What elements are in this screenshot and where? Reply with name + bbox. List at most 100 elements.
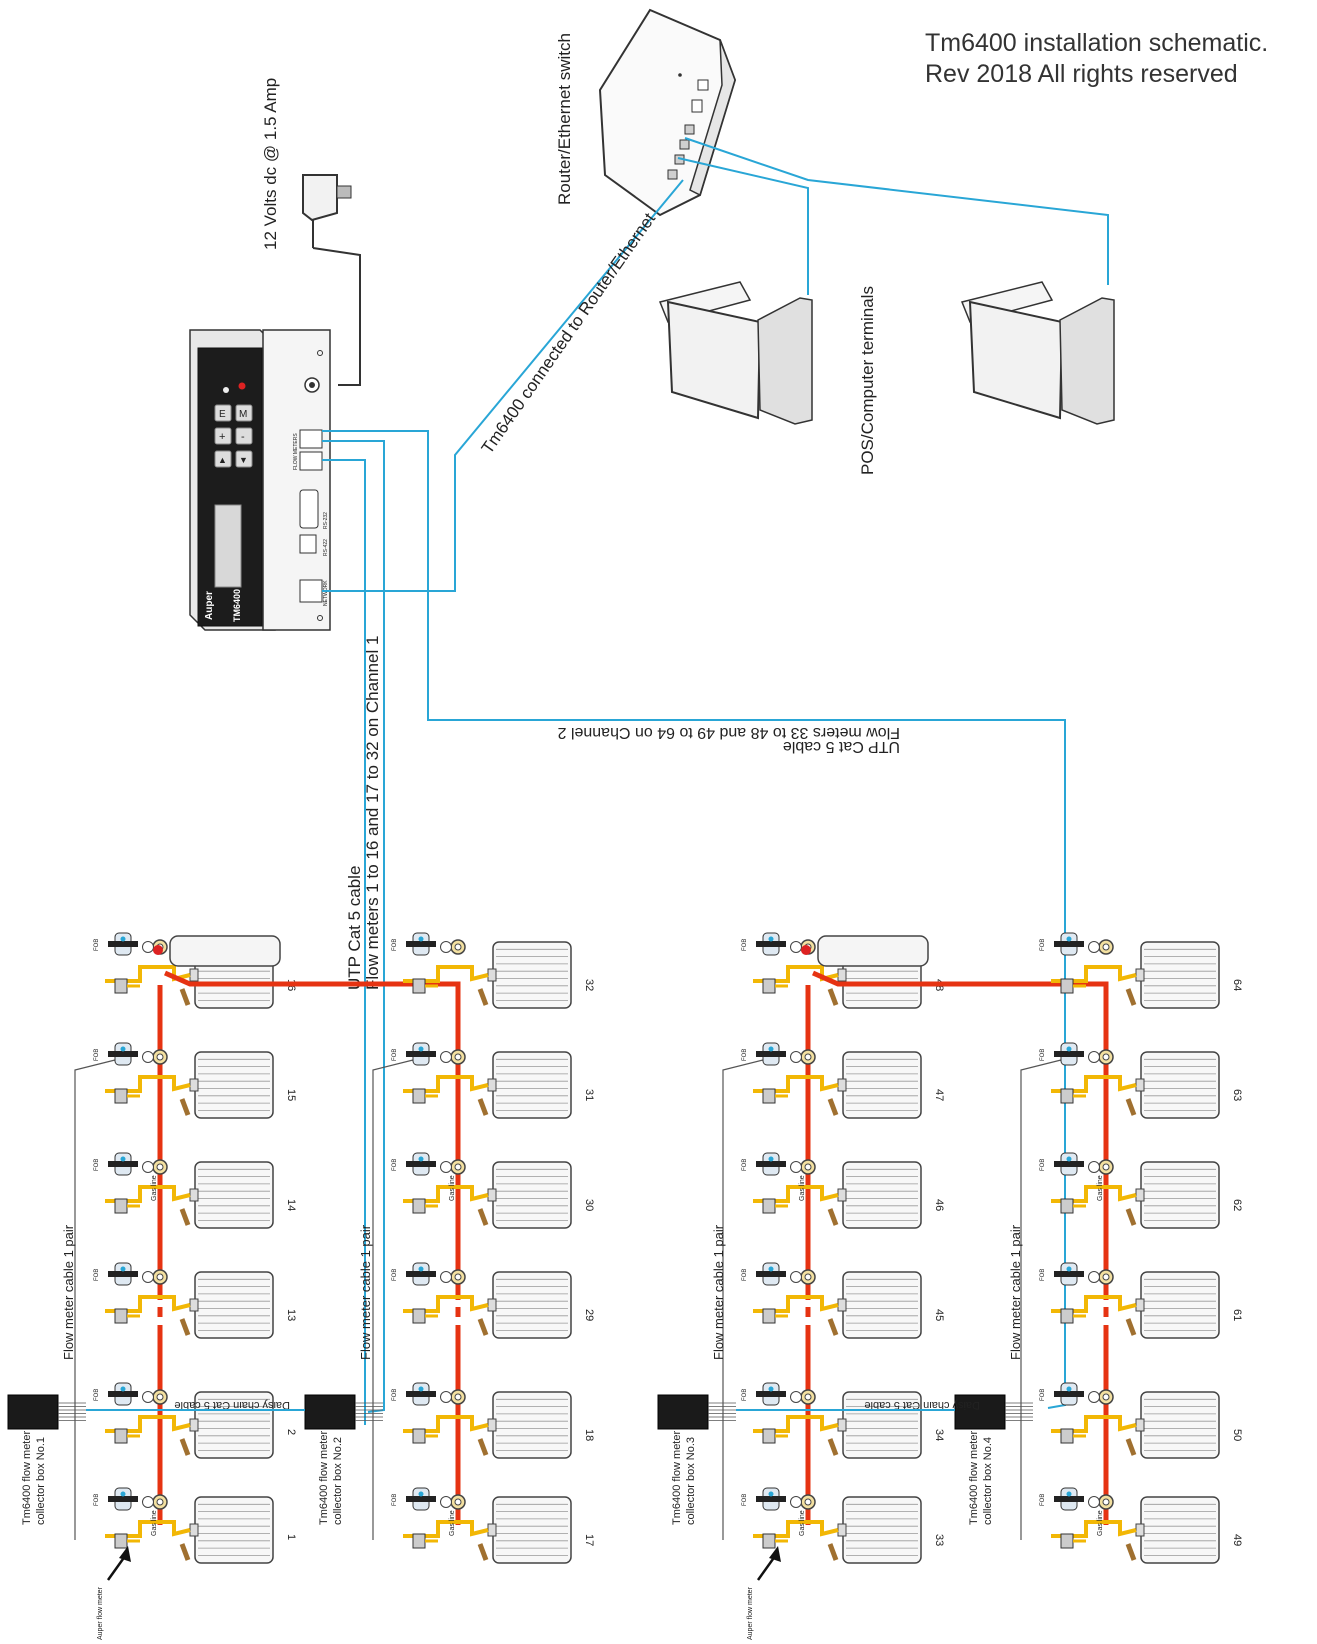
pressure-gauge bbox=[790, 1391, 802, 1403]
channel2-cable bbox=[322, 430, 1066, 1409]
gas-line-label: Gas line bbox=[151, 1510, 158, 1536]
flow-meter-cable bbox=[372, 1059, 414, 1540]
fob-label: FOB bbox=[1040, 1159, 1046, 1171]
auper-flow-meter-label: Auper flow meter bbox=[747, 1586, 754, 1640]
tap-handle bbox=[477, 1318, 489, 1336]
controller-key-e: E bbox=[219, 409, 226, 420]
flow-meter-cable-label: Flow meter cable 1 pair bbox=[61, 1224, 76, 1360]
keg bbox=[194, 1271, 274, 1339]
pos-terminal-2 bbox=[960, 281, 1115, 425]
collector-box-label-line1: Tm6400 flow meter bbox=[968, 1431, 980, 1525]
keg-unit-33: FOB 33 Gas line bbox=[742, 1487, 945, 1564]
beer-line bbox=[1051, 1520, 1137, 1538]
diagram-title: Tm6400 installation schematic. Rev 2018 … bbox=[925, 28, 1268, 90]
keg bbox=[492, 1496, 572, 1564]
pressure-gauge bbox=[1088, 941, 1100, 953]
flow-meter bbox=[114, 978, 128, 994]
gas-cylinder bbox=[817, 935, 929, 967]
fob-label: FOB bbox=[392, 1269, 398, 1281]
keg bbox=[194, 1051, 274, 1119]
fob-label: FOB bbox=[94, 1049, 100, 1061]
tap-handle bbox=[179, 1208, 191, 1226]
port-rs422-label: RS-422 bbox=[323, 539, 329, 556]
tap-handle bbox=[477, 1543, 489, 1561]
pressure-gauge bbox=[142, 1051, 154, 1063]
fob-label: FOB bbox=[742, 1494, 748, 1506]
fob-label: FOB bbox=[392, 1389, 398, 1401]
keg-unit-18: FOB 18 bbox=[392, 1382, 595, 1459]
router-ethernet-switch bbox=[598, 8, 737, 217]
beer-line bbox=[753, 1415, 839, 1433]
keg bbox=[1140, 1161, 1220, 1229]
collector-box bbox=[304, 1394, 356, 1430]
beer-line bbox=[1051, 1185, 1137, 1203]
keg bbox=[492, 1391, 572, 1459]
pressure-gauge bbox=[440, 1051, 452, 1063]
fob-label: FOB bbox=[94, 939, 100, 951]
keg bbox=[194, 1161, 274, 1229]
flow-meter bbox=[114, 1533, 128, 1549]
beer-line bbox=[105, 1520, 191, 1538]
keg bbox=[194, 1496, 274, 1564]
keg-number: 14 bbox=[285, 1199, 297, 1211]
cylinder-valve bbox=[801, 945, 811, 955]
pressure-gauge bbox=[1088, 1161, 1100, 1173]
terminals-label: POS/Computer terminals bbox=[858, 286, 877, 475]
keg-number: 17 bbox=[583, 1534, 595, 1546]
collector-box-label-line2: collector box No.1 bbox=[35, 1437, 47, 1525]
keg bbox=[492, 941, 572, 1009]
beer-line bbox=[753, 1295, 839, 1313]
keg-coupler bbox=[487, 1188, 497, 1202]
pressure-gauge bbox=[142, 1271, 154, 1283]
keg-coupler bbox=[487, 1078, 497, 1092]
keg bbox=[1140, 1496, 1220, 1564]
flow-meter bbox=[1060, 1533, 1074, 1549]
pressure-gauge bbox=[1088, 1496, 1100, 1508]
tap-handle bbox=[827, 1098, 839, 1116]
channel1-cable-line2: Flow meters 1 to 16 and 17 to 32 on Chan… bbox=[363, 636, 382, 990]
flow-meter bbox=[114, 1088, 128, 1104]
keg-number: 18 bbox=[583, 1429, 595, 1441]
flow-meter-cable bbox=[722, 1059, 764, 1540]
keg-coupler bbox=[189, 1523, 199, 1537]
tap-handle bbox=[1125, 1208, 1137, 1226]
keg-coupler bbox=[487, 1523, 497, 1537]
gas-cylinder bbox=[169, 935, 281, 967]
pressure-gauge bbox=[142, 941, 154, 953]
tap-handle bbox=[1125, 1318, 1137, 1336]
tap-handle bbox=[477, 988, 489, 1006]
fob-label: FOB bbox=[392, 939, 398, 951]
pressure-gauge bbox=[1088, 1271, 1100, 1283]
keg-coupler bbox=[1135, 1078, 1145, 1092]
keg bbox=[1140, 1391, 1220, 1459]
title-line-2: Rev 2018 All rights reserved bbox=[925, 60, 1238, 88]
tm6400-controller: E M + - ▲ ▼ Auper TM6400 NETWORK RS-422 … bbox=[189, 329, 331, 631]
flow-meter bbox=[1060, 1198, 1074, 1214]
flow-meter bbox=[762, 1198, 776, 1214]
gas-line-label: Gas line bbox=[799, 1510, 806, 1536]
channel1-cable-line1: UTP Cat 5 cable bbox=[345, 866, 364, 990]
auper-flow-meter-label: Auper flow meter bbox=[97, 1586, 104, 1640]
keg-number: 33 bbox=[933, 1534, 945, 1546]
controller-key-m: M bbox=[239, 409, 247, 420]
keg bbox=[492, 1051, 572, 1119]
tap-handle bbox=[1125, 988, 1137, 1006]
keg-number: 47 bbox=[933, 1089, 945, 1101]
collector-box-label-line1: Tm6400 flow meter bbox=[671, 1431, 683, 1525]
controller-brand: Auper bbox=[204, 591, 215, 620]
fob-label: FOB bbox=[742, 1269, 748, 1281]
fob-label: FOB bbox=[742, 1049, 748, 1061]
collector-box bbox=[7, 1394, 59, 1430]
pos-terminal-1 bbox=[658, 281, 813, 425]
fob-label: FOB bbox=[392, 1494, 398, 1506]
